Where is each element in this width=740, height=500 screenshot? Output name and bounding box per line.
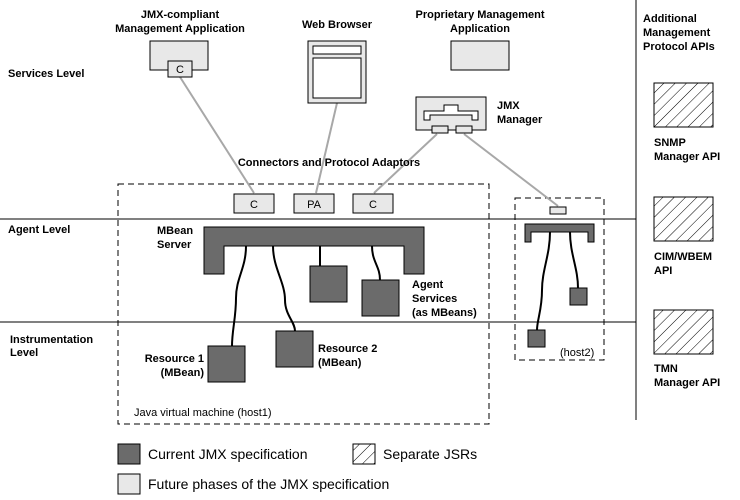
wire-to-resource2	[272, 245, 296, 332]
tmn-api-box	[653, 309, 714, 355]
jmx-app-to-connector-line	[179, 76, 255, 194]
legend-future-label: Future phases of the JMX specification	[148, 476, 389, 492]
connectors-title: Connectors and Protocol Adaptors	[238, 157, 420, 169]
jmx-app-connector-label: C	[176, 64, 184, 76]
legend-separate-label: Separate JSRs	[383, 446, 477, 462]
host2-connector-box	[549, 206, 567, 215]
manager-to-host2-line	[463, 133, 559, 207]
manager-to-connector-line	[373, 133, 438, 194]
host2-label: (host2)	[560, 347, 594, 359]
jmx-app-connector-box	[167, 60, 193, 78]
agent-services-label-line2: Services	[412, 293, 457, 305]
jvm-host1-label: Java virtual machine (host1)	[134, 407, 272, 419]
mbean-server-label-line1: MBean	[157, 225, 193, 237]
tmn-api-label-line1: TMN	[654, 363, 678, 375]
resource1-label-line2: (MBean)	[161, 367, 205, 379]
jmx-manager-label-line1: JMX	[497, 100, 520, 112]
connector-c1-box	[233, 193, 275, 214]
cim-wbem-api-box	[653, 196, 714, 242]
resource1-label-line1: Resource 1	[145, 353, 204, 365]
legend-current-swatch	[117, 443, 141, 465]
agent-level-label: Agent Level	[8, 224, 70, 236]
legend-future-swatch	[117, 473, 141, 495]
resource2-label-line1: Resource 2	[318, 343, 377, 355]
resource2-label-line2: (MBean)	[318, 357, 362, 369]
snmp-api-label-line1: SNMP	[654, 137, 686, 149]
host2-wire-1	[536, 231, 551, 331]
host2-wire-2	[569, 231, 579, 289]
proprietary-app-title-line2: Application	[450, 23, 510, 35]
legend-current-label: Current JMX specification	[148, 446, 308, 462]
jmx-manager-icon	[415, 96, 487, 134]
cim-wbem-api-label-line2: API	[654, 265, 672, 277]
additional-apis-title-line3: Protocol APIs	[643, 41, 715, 53]
mbean-server-label-line2: Server	[157, 239, 192, 251]
jmx-app-title-line1: JMX-compliant	[141, 9, 220, 21]
browser-to-adaptor-line	[315, 102, 338, 194]
legend-separate-swatch	[352, 443, 376, 465]
host2-mbean-server-bar	[524, 223, 595, 243]
additional-apis-title-line2: Management	[643, 27, 711, 39]
wire-to-agent-service2	[371, 245, 381, 281]
connector-c2-box	[352, 193, 394, 214]
host2-resource-box-2	[569, 287, 588, 306]
additional-apis-title-line1: Additional	[643, 13, 697, 25]
agent-service-box-1	[309, 265, 348, 303]
protocol-adaptor-label: PA	[307, 199, 322, 211]
services-level-label: Services Level	[8, 68, 84, 80]
web-browser-icon	[307, 40, 367, 104]
proprietary-app-box	[450, 40, 510, 71]
mbean-server-bar	[203, 226, 425, 275]
agent-services-label-line1: Agent	[412, 279, 444, 291]
host2-resource-box-1	[527, 329, 546, 348]
proprietary-app-title-line1: Proprietary Management	[416, 9, 545, 21]
snmp-api-label-line2: Manager API	[654, 151, 720, 163]
jmx-app-title-line2: Management Application	[115, 23, 245, 35]
wire-to-resource1	[231, 245, 247, 347]
tmn-api-label-line2: Manager API	[654, 377, 720, 389]
cim-wbem-api-label-line1: CIM/WBEM	[654, 251, 712, 263]
agent-service-box-2	[361, 279, 400, 317]
connector-c1-label: C	[250, 199, 258, 211]
protocol-adaptor-box	[293, 193, 335, 214]
web-browser-title: Web Browser	[302, 19, 373, 31]
instrumentation-level-label-line1: Instrumentation	[10, 334, 93, 346]
connector-c2-label: C	[369, 199, 377, 211]
jvm-host1-container	[117, 183, 490, 425]
resource1-box	[207, 345, 246, 383]
snmp-api-box	[653, 82, 714, 128]
instrumentation-level-label-line2: Level	[10, 347, 38, 359]
host2-container	[514, 197, 605, 361]
jmx-manager-label-line2: Manager	[497, 114, 543, 126]
resource2-box	[275, 330, 314, 368]
agent-services-label-line3: (as MBeans)	[412, 307, 477, 319]
